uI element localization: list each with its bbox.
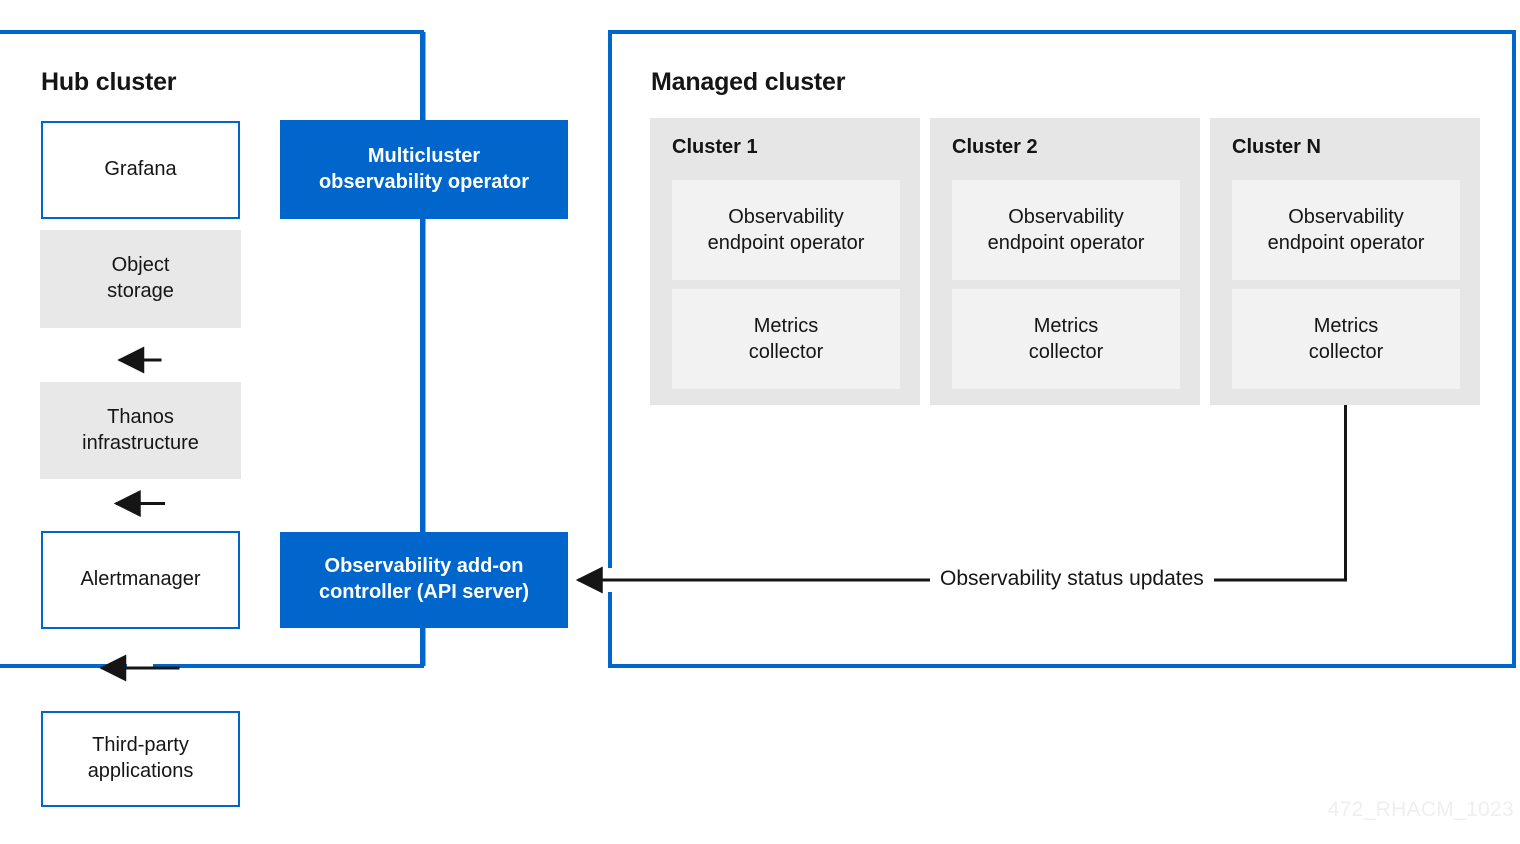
cn-endpoint-line-1: Observability: [1288, 206, 1404, 228]
cluster-1-metrics-collector[interactable]: Metrics collector: [672, 289, 900, 389]
third-party-line-2: applications: [87, 760, 194, 782]
node-thanos-infrastructure[interactable]: Thanos infrastructure: [40, 382, 241, 479]
cluster-card-2[interactable]: Cluster 2 Observability endpoint operato…: [930, 118, 1200, 405]
multicluster-line-2: observability operator: [318, 170, 530, 193]
node-grafana[interactable]: Grafana: [41, 121, 240, 219]
object-storage-line-2: storage: [107, 280, 174, 302]
c2-metrics-line-2: collector: [1028, 341, 1104, 363]
addon-controller-label: Observability add-on controller (API ser…: [319, 554, 529, 605]
watermark-id: 472_RHACM_1023: [1327, 798, 1514, 821]
cluster-n-endpoint-operator[interactable]: Observability endpoint operator: [1232, 180, 1460, 280]
c2-metrics-line-1: Metrics: [1033, 315, 1099, 337]
cluster-1-metrics-collector-label: Metrics collector: [749, 313, 823, 365]
node-third-party-applications[interactable]: Third-party applications: [41, 711, 240, 807]
thanos-line-1: Thanos: [107, 405, 174, 428]
hub-cluster-title: Hub cluster: [41, 68, 177, 96]
node-object-storage-label: Object storage: [107, 253, 174, 304]
node-thanos-label: Thanos infrastructure: [82, 405, 199, 456]
multicluster-line-1: Multicluster: [367, 144, 481, 167]
c2-endpoint-line-1: Observability: [1008, 206, 1124, 228]
cluster-card-2-title: Cluster 2: [952, 136, 1038, 158]
c1-endpoint-line-1: Observability: [728, 206, 844, 228]
node-grafana-label: Grafana: [104, 158, 177, 181]
cluster-1-endpoint-operator[interactable]: Observability endpoint operator: [672, 180, 900, 280]
cluster-n-endpoint-operator-label: Observability endpoint operator: [1268, 204, 1425, 256]
node-alertmanager-label: Alertmanager: [80, 568, 201, 591]
cluster-n-metrics-collector[interactable]: Metrics collector: [1232, 289, 1460, 389]
node-observability-addon-controller[interactable]: Observability add-on controller (API ser…: [280, 532, 568, 628]
thanos-line-2: infrastructure: [82, 431, 199, 454]
managed-cluster-title: Managed cluster: [651, 68, 846, 96]
cn-metrics-line-2: collector: [1308, 341, 1384, 363]
c1-endpoint-line-2: endpoint operator: [707, 232, 865, 254]
multicluster-operator-label: Multicluster observability operator: [319, 144, 529, 195]
cn-endpoint-line-2: endpoint operator: [1267, 232, 1425, 254]
managed-frame-left-gap: [604, 568, 614, 592]
object-storage-line-1: Object: [111, 254, 170, 277]
c1-metrics-line-1: Metrics: [753, 315, 819, 337]
cluster-card-n-title: Cluster N: [1232, 136, 1321, 158]
third-party-line-1: Third-party: [92, 734, 189, 757]
hub-frame-bottom-gap: [127, 662, 153, 672]
node-alertmanager[interactable]: Alertmanager: [41, 531, 240, 629]
c1-metrics-line-2: collector: [748, 341, 824, 363]
cluster-2-metrics-collector[interactable]: Metrics collector: [952, 289, 1180, 389]
managed-cluster-frame: [608, 30, 1516, 668]
cn-metrics-line-1: Metrics: [1313, 315, 1379, 337]
addon-line-1: Observability add-on: [324, 555, 524, 578]
cluster-card-1[interactable]: Cluster 1 Observability endpoint operato…: [650, 118, 920, 405]
node-third-party-label: Third-party applications: [88, 733, 194, 784]
cluster-n-metrics-collector-label: Metrics collector: [1309, 313, 1383, 365]
edge-label-observability-status-updates: Observability status updates: [930, 567, 1214, 591]
cluster-card-1-title: Cluster 1: [672, 136, 758, 158]
node-multicluster-observability-operator[interactable]: Multicluster observability operator: [280, 120, 568, 219]
cluster-2-endpoint-operator[interactable]: Observability endpoint operator: [952, 180, 1180, 280]
cluster-2-endpoint-operator-label: Observability endpoint operator: [988, 204, 1145, 256]
cluster-1-endpoint-operator-label: Observability endpoint operator: [708, 204, 865, 256]
node-object-storage[interactable]: Object storage: [40, 230, 241, 328]
c2-endpoint-line-2: endpoint operator: [987, 232, 1145, 254]
cluster-2-metrics-collector-label: Metrics collector: [1029, 313, 1103, 365]
addon-line-2: controller (API server): [318, 581, 530, 603]
cluster-card-n[interactable]: Cluster N Observability endpoint operato…: [1210, 118, 1480, 405]
